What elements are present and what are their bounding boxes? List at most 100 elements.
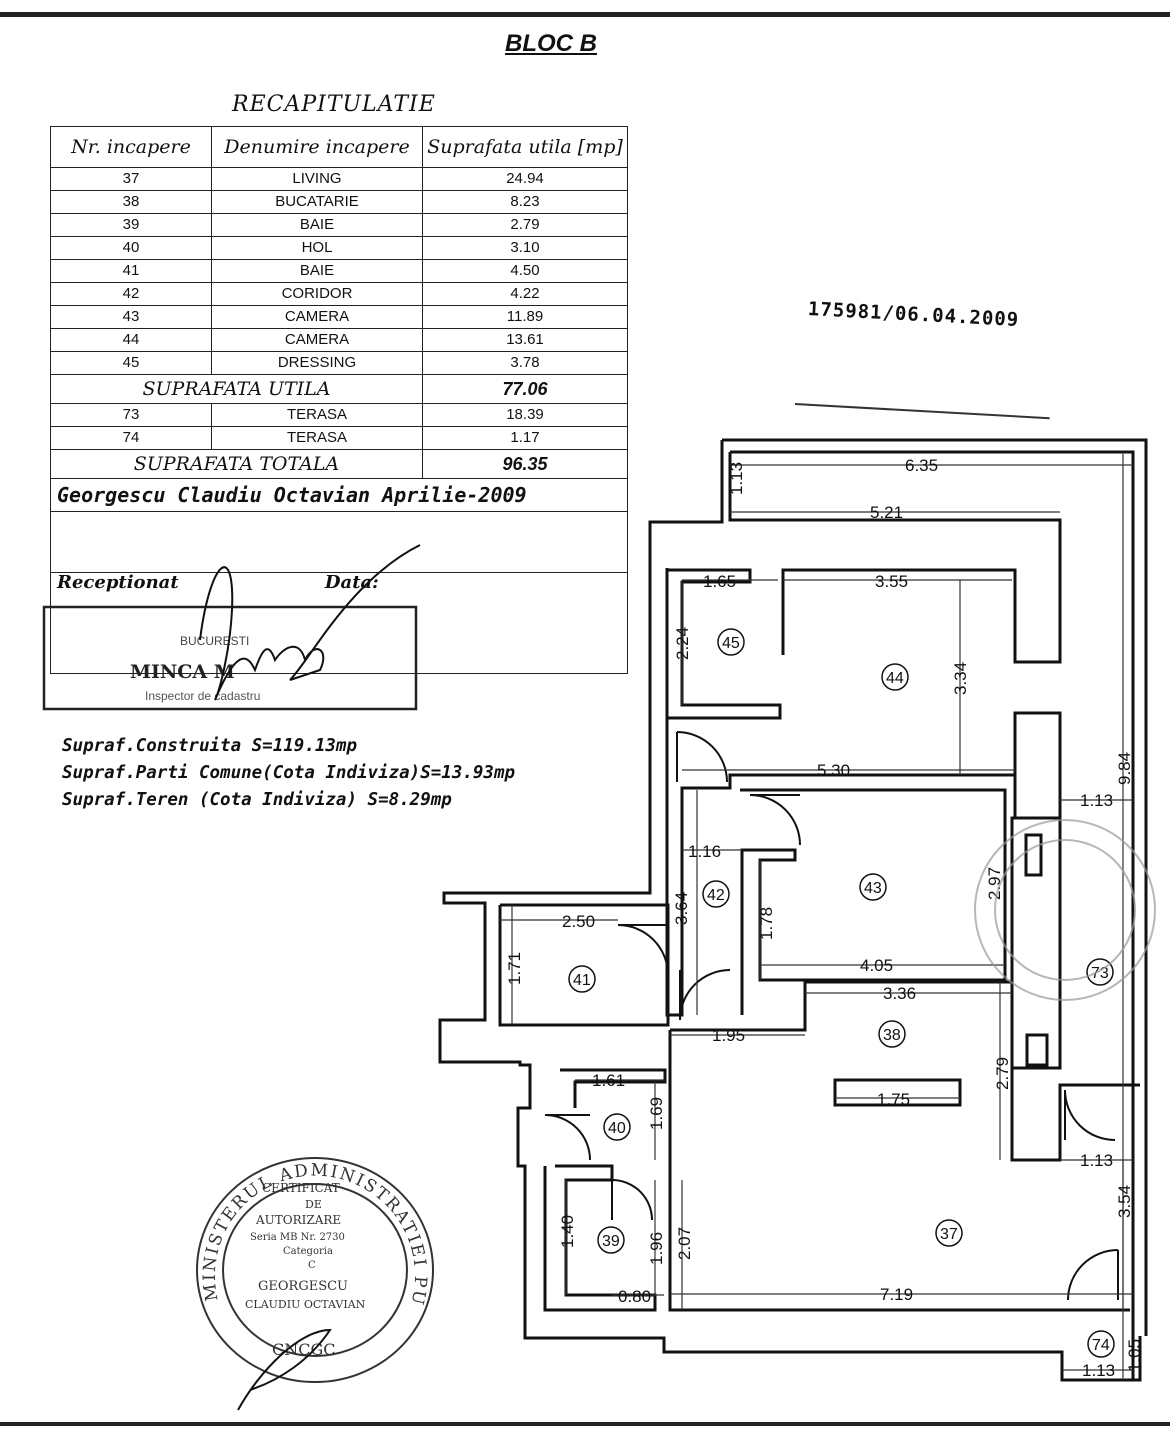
received-label: Receptionat (57, 572, 179, 593)
cell-area: 4.22 (422, 282, 628, 306)
cell-name: LIVING (211, 167, 423, 191)
top-border (0, 12, 1170, 17)
cell-nr: 38 (50, 190, 212, 214)
seal-line: DE (305, 1198, 322, 1211)
dim-label: 1.13 (727, 462, 746, 495)
dim-label: 9.84 (1115, 752, 1134, 785)
room-number: 43 (864, 880, 882, 897)
dim-label: 5.21 (870, 503, 903, 522)
cell-nr: 43 (50, 305, 212, 329)
room-number: 39 (602, 1233, 620, 1250)
dim-label: 1.05 (1125, 1339, 1144, 1372)
recap-table: Nr. incapere Denumire incapere Suprafata… (50, 126, 628, 674)
cell-nr: 40 (50, 236, 212, 260)
dim-label: 3.54 (1115, 1185, 1134, 1218)
official-seal: MINISTERUL ADMINISTRATIEI PUBLICE CERTIF… (0, 0, 434, 1411)
dim-label: 1.13 (1082, 1361, 1115, 1380)
door-swings (544, 731, 1119, 1301)
received-cell: Receptionat Data: (50, 572, 628, 674)
header-area: Suprafata utila [mp] (422, 126, 628, 168)
recap-title: RECAPITULATIE (232, 92, 436, 117)
dim-label: 1.69 (647, 1097, 666, 1130)
seal-line: Seria MB Nr. 2730 (250, 1232, 345, 1243)
dim-label: 6.35 (905, 456, 938, 475)
cell-name: CORIDOR (211, 282, 423, 306)
author-row: Georgescu Claudiu Octavian Aprilie-2009 (50, 478, 628, 512)
room-markers: 45 44 42 43 41 38 40 37 39 73 74 (568, 628, 1115, 1358)
cell-name: CAMERA (211, 328, 423, 352)
dimension-labels: 6.35 1.13 5.21 1.65 3.55 2.24 3.34 5.30 … (505, 456, 1144, 1380)
room-number: 40 (608, 1120, 626, 1137)
dim-label: 1.40 (558, 1215, 577, 1248)
seal-line: CLAUDIU OCTAVIAN (245, 1298, 366, 1311)
cell-area: 2.79 (422, 213, 628, 237)
dim-label: 2.24 (673, 627, 692, 660)
cell-nr: 42 (50, 282, 212, 306)
total-area-label: SUPRAFATA TOTALA (50, 449, 423, 479)
room-number: 37 (940, 1226, 958, 1243)
dim-label: 7.19 (880, 1285, 913, 1304)
area-notes: Supraf.Construita S=119.13mp Supraf.Part… (62, 733, 515, 814)
dim-label: 3.34 (951, 662, 970, 695)
cell-name: CAMERA (211, 305, 423, 329)
dim-label: 3.55 (875, 572, 908, 591)
cell-area: 18.39 (422, 403, 628, 427)
dim-label: 4.05 (860, 956, 893, 975)
note-common-parts: Supraf.Parti Comune(Cota Indiviza)S=13.9… (62, 763, 516, 783)
room-number: 74 (1092, 1337, 1110, 1354)
note-land: Supraf.Teren (Cota Indiviza) S=8.29mp (62, 790, 452, 810)
dim-label: 1.78 (757, 907, 776, 940)
room-number: 44 (886, 670, 904, 687)
dim-label: 1.75 (877, 1090, 910, 1109)
handwritten-signature (199, 544, 421, 701)
dim-label: 2.07 (675, 1227, 694, 1260)
stamp-city: BUCURESTI (180, 634, 249, 648)
cell-nr: 74 (50, 426, 212, 450)
cell-nr: 37 (50, 167, 212, 191)
cell-area: 13.61 (422, 328, 628, 352)
header-nr: Nr. incapere (50, 126, 212, 168)
dim-label: 2.79 (993, 1057, 1012, 1090)
stamp-name: MINCA M (130, 661, 235, 683)
useful-area-value: 77.06 (422, 374, 628, 404)
dim-label: 1.61 (592, 1071, 625, 1090)
svg-text:MINISTERUL ADMINISTRATIEI PUBL: MINISTERUL ADMINISTRATIEI PUBLICE (0, 0, 430, 1308)
cell-area: 1.17 (422, 426, 628, 450)
room-number: 45 (722, 635, 740, 652)
dim-label: 0.80 (618, 1287, 651, 1306)
inspector-stamp: BUCURESTI MINCA M Inspector de cadastru (42, 605, 418, 711)
room-number: 38 (883, 1027, 901, 1044)
room-number: 42 (707, 887, 725, 904)
dim-label: 1.13 (1080, 791, 1113, 810)
dim-label: 3.64 (672, 892, 691, 925)
walls (438, 438, 1148, 1382)
total-area-row: SUPRAFATA TOTALA 96.35 (50, 449, 628, 479)
bloc-title: BLOC B (505, 30, 597, 57)
dim-label: 1.16 (688, 842, 721, 861)
dim-label: 2.50 (562, 912, 595, 931)
cell-name: HOL (211, 236, 423, 260)
author-text: Georgescu Claudiu Octavian Aprilie-2009 (50, 478, 628, 512)
cell-area: 24.94 (422, 167, 628, 191)
dim-label: 1.95 (712, 1026, 745, 1045)
date-label: Data: (324, 572, 379, 593)
cell-area: 3.78 (422, 351, 628, 375)
seal-line: Categoria (283, 1246, 333, 1257)
faint-stamp (974, 819, 1156, 1001)
dim-label: 3.36 (883, 984, 916, 1003)
stamp-role: Inspector de cadastru (145, 689, 260, 703)
blank-row (50, 511, 628, 573)
cell-name: BAIE (211, 213, 423, 237)
dim-label: 2.97 (985, 867, 1004, 900)
total-area-value: 96.35 (422, 449, 628, 479)
cell-area: 3.10 (422, 236, 628, 260)
dim-label: 1.65 (703, 572, 736, 591)
